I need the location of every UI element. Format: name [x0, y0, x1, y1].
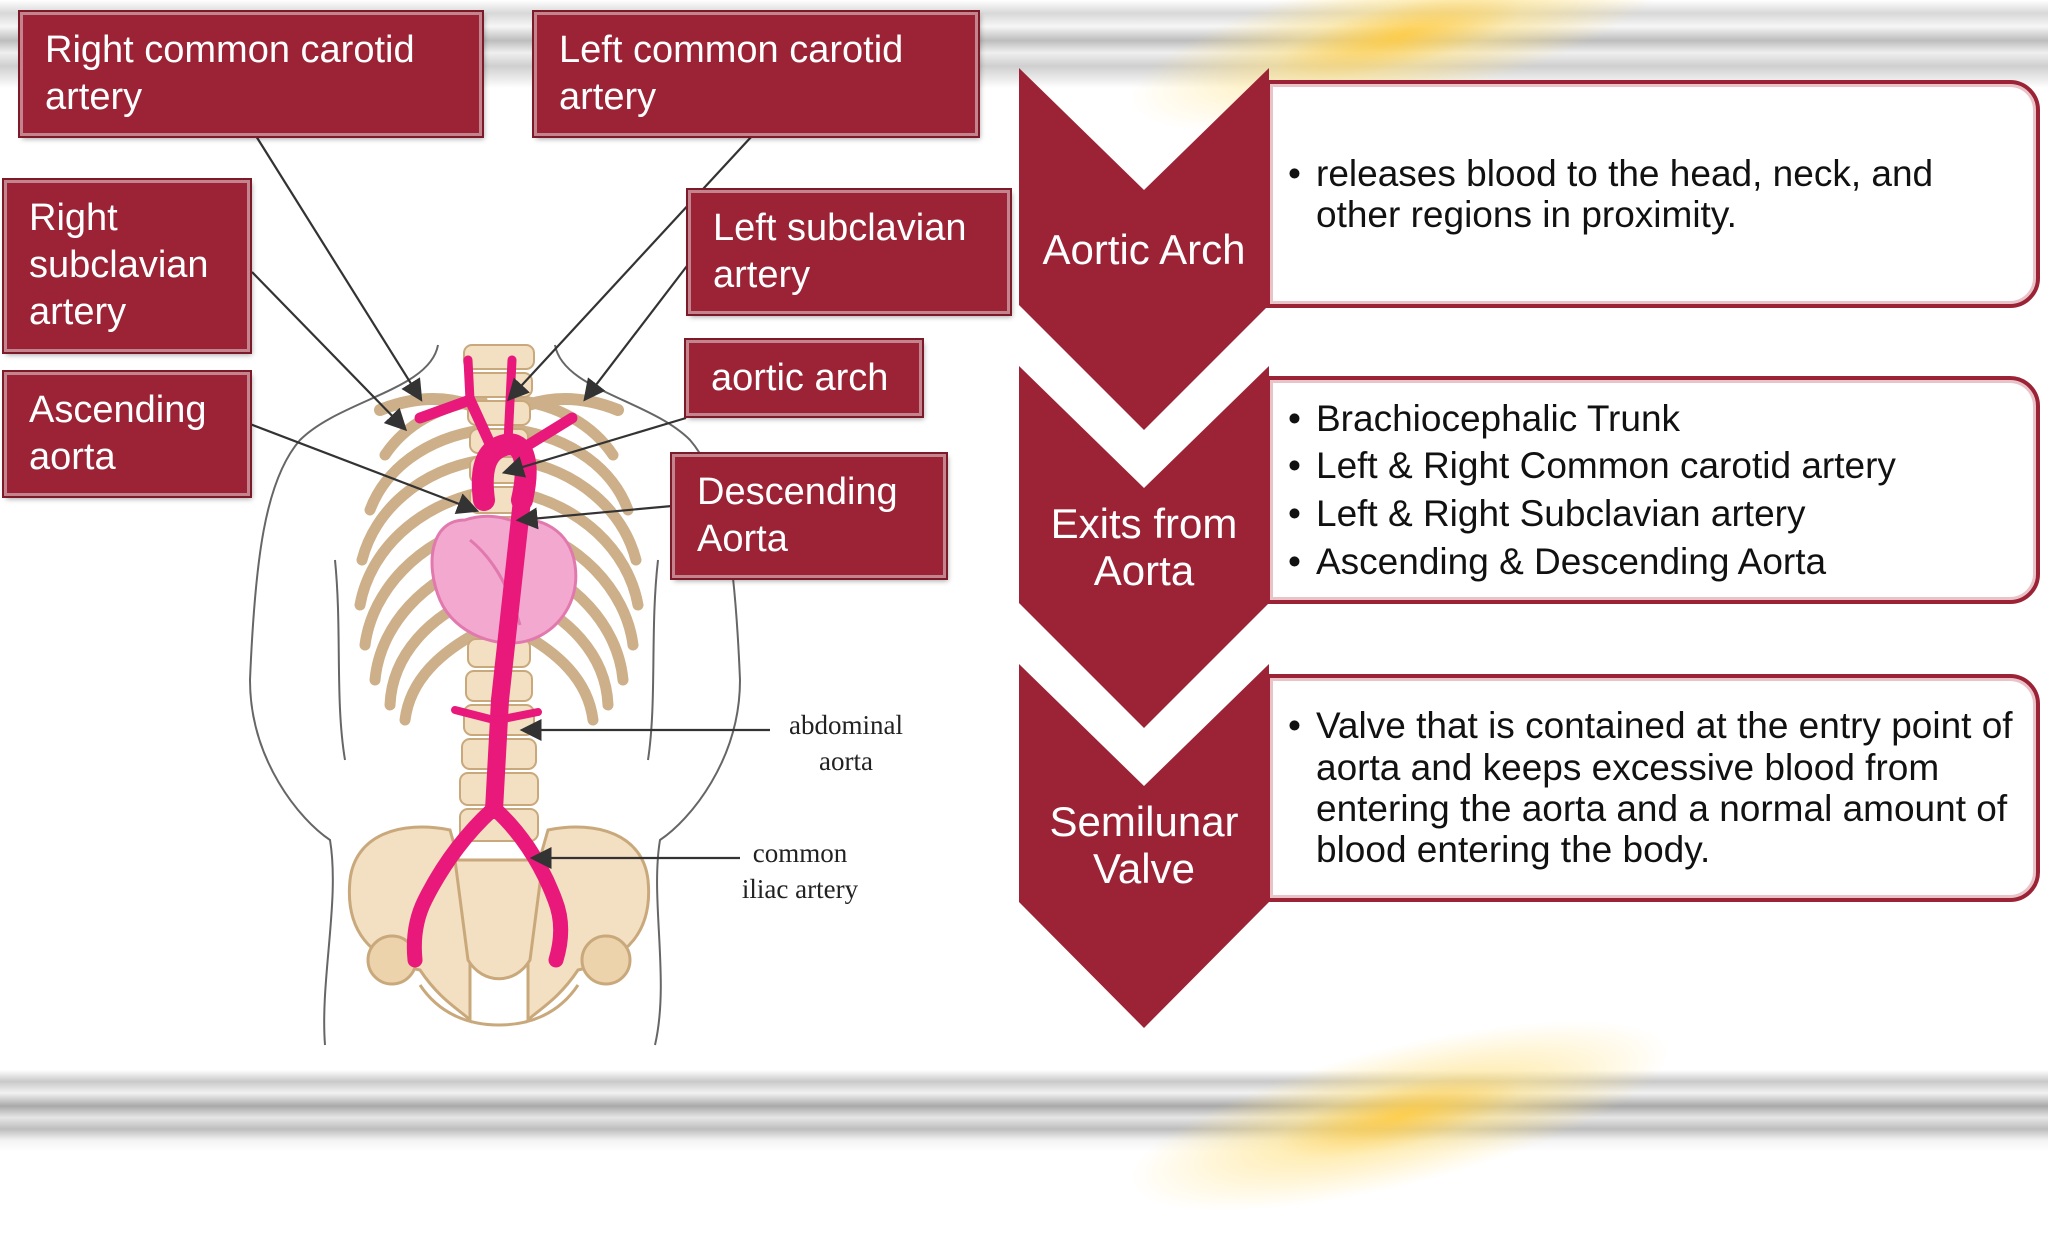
label-right-subclavian: Right subclavian artery: [2, 178, 252, 354]
bullet-exits-4: Ascending & Descending Aorta: [1288, 538, 2018, 586]
bullet-semilunar-1: Valve that is contained at the entry poi…: [1288, 705, 2018, 871]
bullet-aortic-arch-1: releases blood to the head, neck, and ot…: [1288, 153, 2018, 236]
aorta-anatomy-diagram: [249, 68, 1269, 1046]
card-exits-from-aorta: Brachiocephalic Trunk Left & Right Commo…: [1266, 376, 2040, 604]
label-left-common-carotid: Left common carotid artery: [532, 10, 980, 138]
card-semilunar-valve: Valve that is contained at the entry poi…: [1266, 674, 2040, 902]
label-right-common-carotid: Right common carotid artery: [18, 10, 484, 138]
label-left-subclavian: Left subclavian artery: [686, 188, 1012, 316]
section-title-exits-from-aorta: Exits from Aorta: [1050, 500, 1238, 595]
label-aortic-arch: aortic arch: [684, 338, 924, 418]
bottom-decorative-stripe: [0, 1070, 2048, 1152]
label-abdominal-aorta: abdominal aorta: [789, 710, 903, 776]
section-title-semilunar-valve: Semilunar Valve: [1049, 798, 1239, 893]
arteries: [406, 355, 578, 968]
heart: [430, 514, 578, 645]
card-aortic-arch: releases blood to the head, neck, and ot…: [1266, 80, 2040, 308]
femur-heads: [366, 934, 632, 986]
bullet-exits-3: Left & Right Subclavian artery: [1288, 490, 2018, 538]
section-title-aortic-arch: Aortic Arch: [1042, 226, 1246, 273]
label-ascending-aorta: Ascending aorta: [2, 370, 252, 498]
chevron-arrows: [1019, 68, 1269, 1028]
label-common-iliac-artery: common iliac artery: [741, 838, 859, 904]
bullet-exits-1: Brachiocephalic Trunk: [1288, 395, 2018, 443]
label-descending-aorta: Descending Aorta: [670, 452, 948, 580]
pelvis: [347, 825, 651, 1027]
bullet-exits-2: Left & Right Common carotid artery: [1288, 442, 2018, 490]
leader-lines: [249, 135, 770, 869]
